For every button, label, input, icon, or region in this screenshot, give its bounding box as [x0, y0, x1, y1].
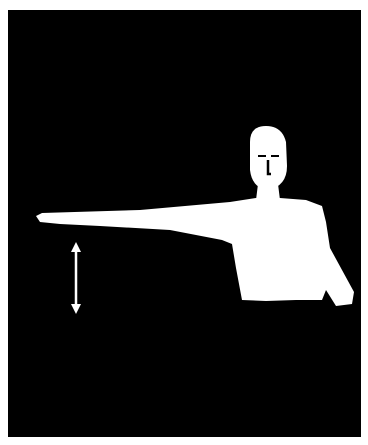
person-pointing-left-icon [36, 126, 354, 306]
vertical-double-arrow-icon [71, 242, 81, 314]
left-eye [258, 155, 266, 157]
torso-and-arm-shape [36, 198, 354, 306]
head-shape [250, 126, 287, 190]
neck-shape [256, 184, 280, 200]
right-eye [271, 155, 279, 157]
